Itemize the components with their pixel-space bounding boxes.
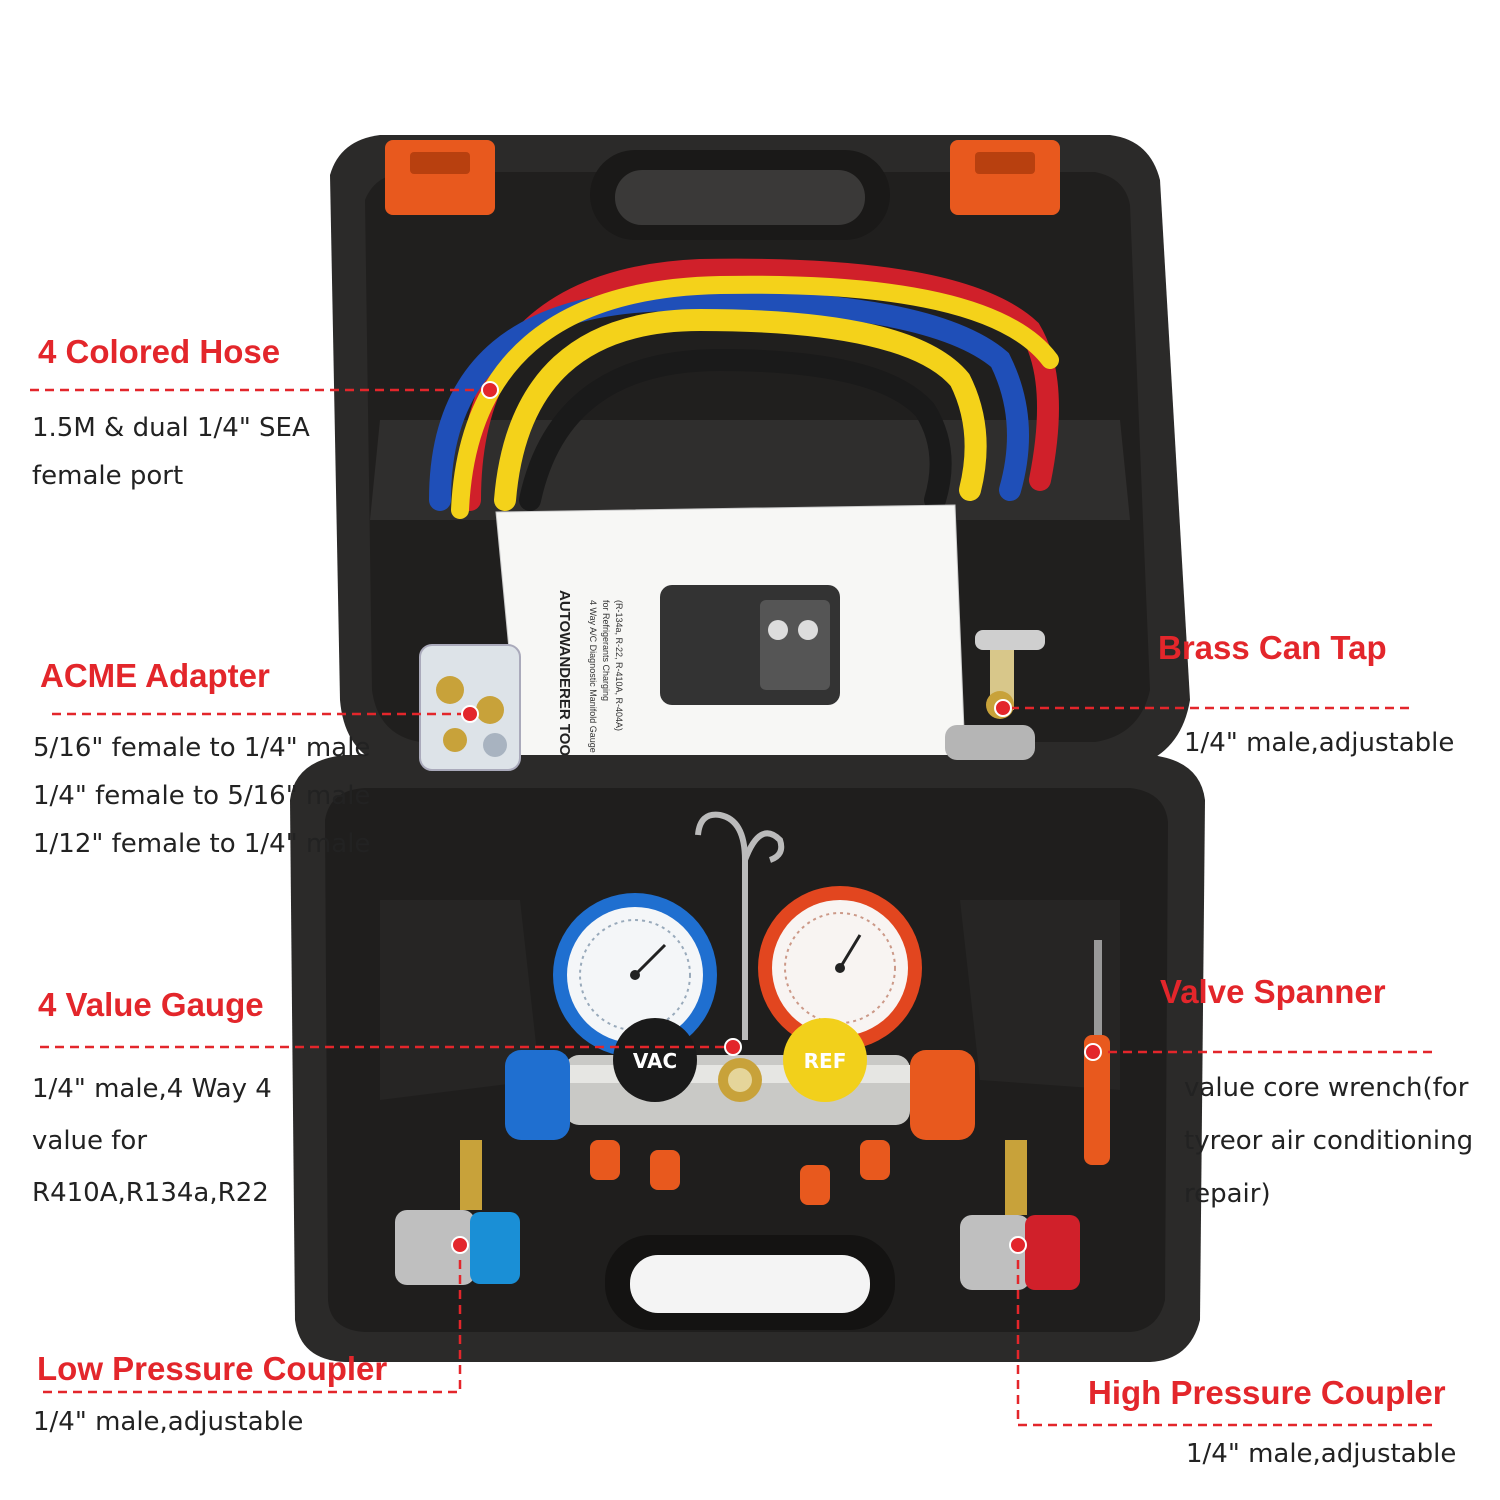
high-coupler-desc-line: 1/4" male,adjustable — [1186, 1439, 1457, 1469]
spanner-desc-line: tyreor air conditioning — [1184, 1126, 1474, 1156]
low-pressure-gauge — [553, 893, 717, 1057]
manual-brand: AUTOWANDERER TOOL — [556, 590, 573, 765]
port-caps — [590, 1140, 890, 1205]
valve-spanner — [1084, 940, 1110, 1165]
gauge-desc-line: value for — [32, 1126, 148, 1156]
hoses — [429, 258, 1059, 519]
high-pressure-gauge — [758, 886, 922, 1050]
latch-right — [950, 140, 1060, 215]
acme-desc-line: 1/12" female to 1/4" male — [33, 829, 371, 859]
low-pressure-coupler — [395, 1140, 520, 1285]
manual-subtitle: for Refrigerants Charging — [601, 600, 611, 701]
callout-dots — [451, 381, 1102, 1254]
manual-refrigerants: (R-134a, R-22, R-410A, R-404A) — [614, 600, 624, 731]
hose-desc-line: female port — [32, 461, 184, 491]
spanner-desc: value core wrench(for tyreor air conditi… — [1184, 1062, 1473, 1221]
valve-orange — [910, 1050, 975, 1140]
hose-title: 4 Colored Hose — [38, 333, 281, 370]
high-coupler-desc: 1/4" male,adjustable — [1186, 1430, 1456, 1478]
can-tap-desc-line: 1/4" male,adjustable — [1184, 728, 1455, 758]
valve-blue — [505, 1050, 570, 1140]
low-coupler-title: Low Pressure Coupler — [37, 1350, 388, 1387]
high-coupler-title: High Pressure Coupler — [1088, 1374, 1446, 1411]
callout-lines — [30, 388, 1432, 1427]
can-tap-title: Brass Can Tap — [1158, 629, 1387, 666]
manual: AUTOWANDERER TOOL 4 Way A/C Diagnostic M… — [495, 504, 966, 769]
can-tap-desc: 1/4" male,adjustable — [1184, 719, 1454, 767]
spanner-title: Valve Spanner — [1160, 973, 1386, 1010]
hose-desc-line: 1.5M & dual 1/4" SEA — [32, 413, 310, 443]
manual-title: 4 Way A/C Diagnostic Manifold Gauge Set — [588, 600, 598, 769]
acme-desc-line: 1/4" female to 5/16" male — [33, 781, 371, 811]
hose-desc: 1.5M & dual 1/4" SEA female port — [32, 404, 310, 500]
acme-desc: 5/16" female to 1/4" male 1/4" female to… — [33, 724, 370, 868]
gauge-desc-line: R410A,R134a,R22 — [32, 1178, 269, 1208]
vac-knob — [613, 1018, 697, 1102]
spanner-desc-line: repair) — [1184, 1179, 1271, 1209]
high-pressure-coupler — [960, 1140, 1080, 1290]
manifold-body: VAC REF — [505, 1018, 975, 1140]
acme-title: ACME Adapter — [40, 657, 270, 694]
low-coupler-desc: 1/4" male,adjustable — [33, 1398, 303, 1446]
gauge-desc: 1/4" male,4 Way 4 value for R410A,R134a,… — [32, 1063, 272, 1219]
ref-knob — [783, 1018, 867, 1102]
low-coupler-desc-line: 1/4" male,adjustable — [33, 1407, 304, 1437]
acme-desc-line: 5/16" female to 1/4" male — [33, 733, 371, 763]
spanner-desc-line: value core wrench(for — [1184, 1073, 1469, 1103]
vac-knob-label: VAC — [633, 1049, 677, 1073]
ref-knob-label: REF — [804, 1049, 847, 1073]
gauge-title: 4 Value Gauge — [38, 986, 264, 1023]
gauge-desc-line: 1/4" male,4 Way 4 — [32, 1074, 272, 1104]
gauge-hook — [695, 811, 748, 1040]
latch-left — [385, 140, 495, 215]
